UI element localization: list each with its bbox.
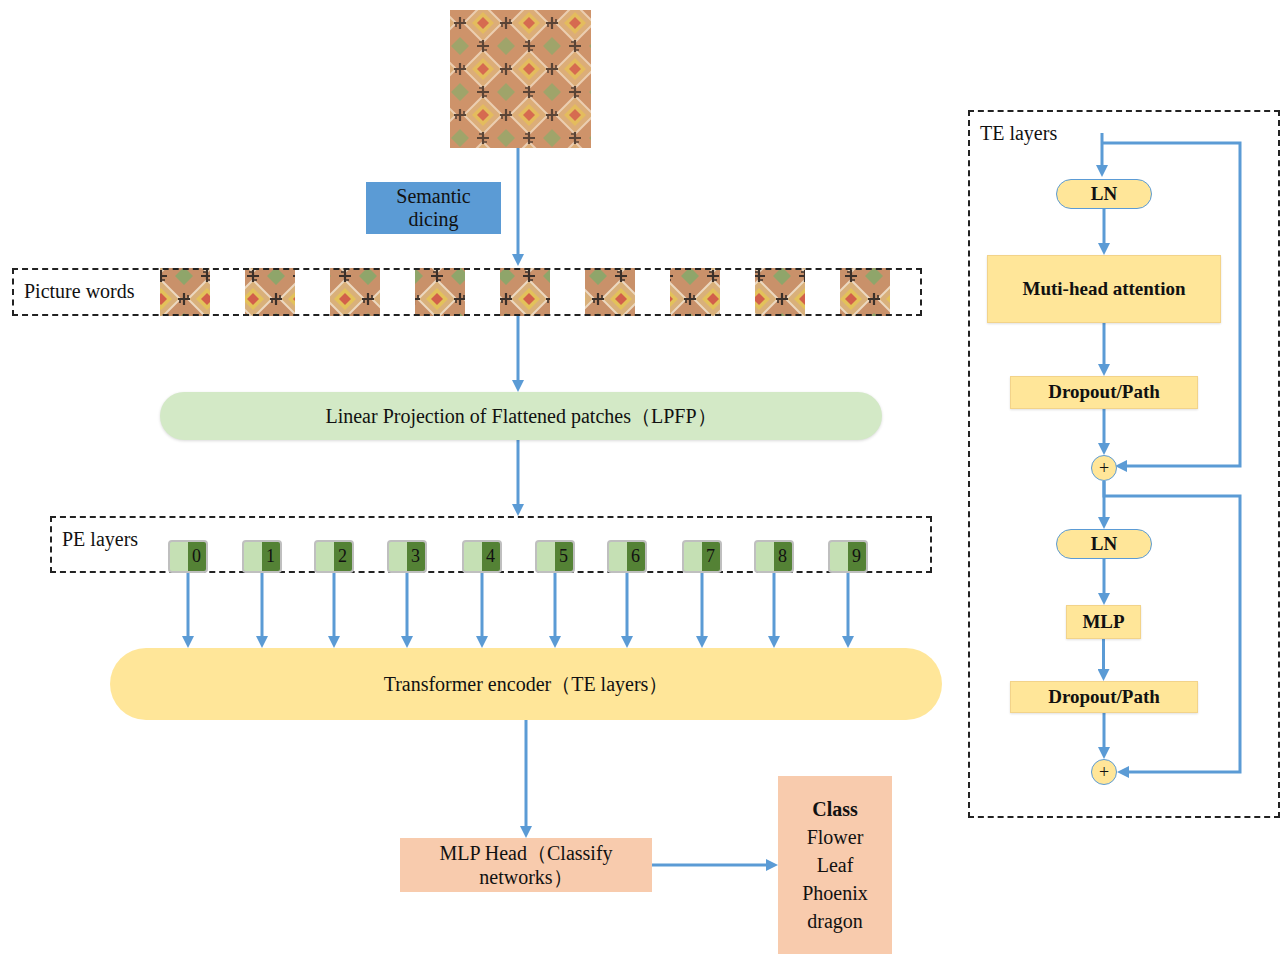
connector-arrow <box>626 573 629 640</box>
head-box: MLP Head（Classify networks） <box>400 838 652 892</box>
dropout-box: Dropout/Path <box>1010 681 1198 713</box>
position-token: 4 <box>462 540 502 573</box>
textile-tint <box>450 10 591 148</box>
picture-patch <box>840 268 890 316</box>
dashed-band: Picture words <box>12 268 922 316</box>
input-arrow <box>1101 133 1104 169</box>
add-circle: + <box>1091 455 1117 481</box>
node-text: MLP Head（Classify networks） <box>410 841 642 889</box>
node-text: Transformer encoder（TE layers） <box>384 672 669 696</box>
node-text: + <box>1099 459 1109 477</box>
connector-arrow <box>554 573 557 640</box>
node-text: Linear Projection of Flattened patches（L… <box>325 404 716 428</box>
node-text: 5 <box>559 546 568 568</box>
connector-arrow <box>517 316 520 384</box>
position-token: 0 <box>168 540 208 573</box>
connector-arrow <box>1103 323 1106 368</box>
picture-patch <box>245 268 295 316</box>
textile-image <box>450 10 591 148</box>
node-text: Flower Leaf Phoenix dragon <box>795 823 875 935</box>
dashed-panel: TE layersLN Muti-head attentionDropout/Pa… <box>968 110 1280 818</box>
node-text: Semantic dicing <box>372 185 495 231</box>
node-text: 2 <box>338 546 347 568</box>
flow-arrow <box>517 148 520 258</box>
connector-arrow <box>517 440 520 508</box>
position-token: 2 <box>314 540 354 573</box>
node-text: Class <box>812 795 858 823</box>
connector-arrow <box>1103 559 1106 597</box>
dashed-band: PE layers 0 1 2 3 4 5 6 7 8 9 <box>50 516 932 573</box>
connector-arrow <box>773 573 776 640</box>
position-token: 3 <box>387 540 427 573</box>
picture-patch <box>585 268 635 316</box>
node-text: MLP <box>1082 611 1124 634</box>
picture-patch <box>330 268 380 316</box>
patch-row <box>160 268 890 316</box>
band-heading: TE layers <box>980 121 1057 145</box>
node-text: Muti-head attention <box>1022 278 1185 301</box>
node-text: 9 <box>852 546 861 568</box>
node-text: 4 <box>486 546 495 568</box>
connector-arrow <box>481 573 484 640</box>
norm-pill: LN <box>1056 179 1152 209</box>
band-heading: Picture words <box>24 279 135 303</box>
encoder-pill: Transformer encoder（TE layers） <box>110 648 942 720</box>
connector-arrow <box>525 720 528 830</box>
position-token: 5 <box>535 540 575 573</box>
position-token: 6 <box>607 540 647 573</box>
picture-patch <box>670 268 720 316</box>
connector-layer <box>188 209 1240 865</box>
connector-arrow <box>1103 713 1106 751</box>
picture-patch <box>500 268 550 316</box>
attention-box: Muti-head attention <box>987 255 1221 323</box>
process-pill: Linear Projection of Flattened patches（L… <box>160 392 882 440</box>
node-text: LN <box>1091 533 1117 556</box>
connector-arrow <box>187 573 190 640</box>
connector-arrow <box>1103 409 1106 447</box>
position-token: 8 <box>754 540 794 573</box>
connector-arrow <box>406 573 409 640</box>
picture-patch <box>415 268 465 316</box>
connector-arrow <box>1102 639 1105 673</box>
connector-arrow <box>652 864 770 867</box>
node-text: 8 <box>778 546 787 568</box>
connector-arrow <box>847 573 850 640</box>
norm-pill: LN <box>1056 529 1152 559</box>
connector-arrow <box>1103 209 1106 247</box>
position-token: 1 <box>242 540 282 573</box>
dropout-box: Dropout/Path <box>1010 376 1198 409</box>
node-text: Dropout/Path <box>1048 381 1160 404</box>
node-text: 1 <box>266 546 275 568</box>
connector-arrow <box>701 573 704 640</box>
node-text: + <box>1099 763 1109 781</box>
mlp-box: MLP <box>1066 605 1141 639</box>
band-heading: PE layers <box>62 527 138 551</box>
connector-arrow <box>261 573 264 640</box>
picture-patch <box>160 268 210 316</box>
connector-arrow <box>333 573 336 640</box>
add-circle: + <box>1091 759 1117 785</box>
node-text: 0 <box>192 546 201 568</box>
node-text: 3 <box>411 546 420 568</box>
node-text: Dropout/Path <box>1048 686 1160 709</box>
class-box: ClassFlower Leaf Phoenix dragon <box>778 776 892 954</box>
node-text: 7 <box>706 546 715 568</box>
position-token: 9 <box>828 540 868 573</box>
node-text: 6 <box>631 546 640 568</box>
node-text: LN <box>1091 183 1117 206</box>
picture-patch <box>755 268 805 316</box>
position-token: 7 <box>682 540 722 573</box>
process-box: Semantic dicing <box>366 182 501 234</box>
